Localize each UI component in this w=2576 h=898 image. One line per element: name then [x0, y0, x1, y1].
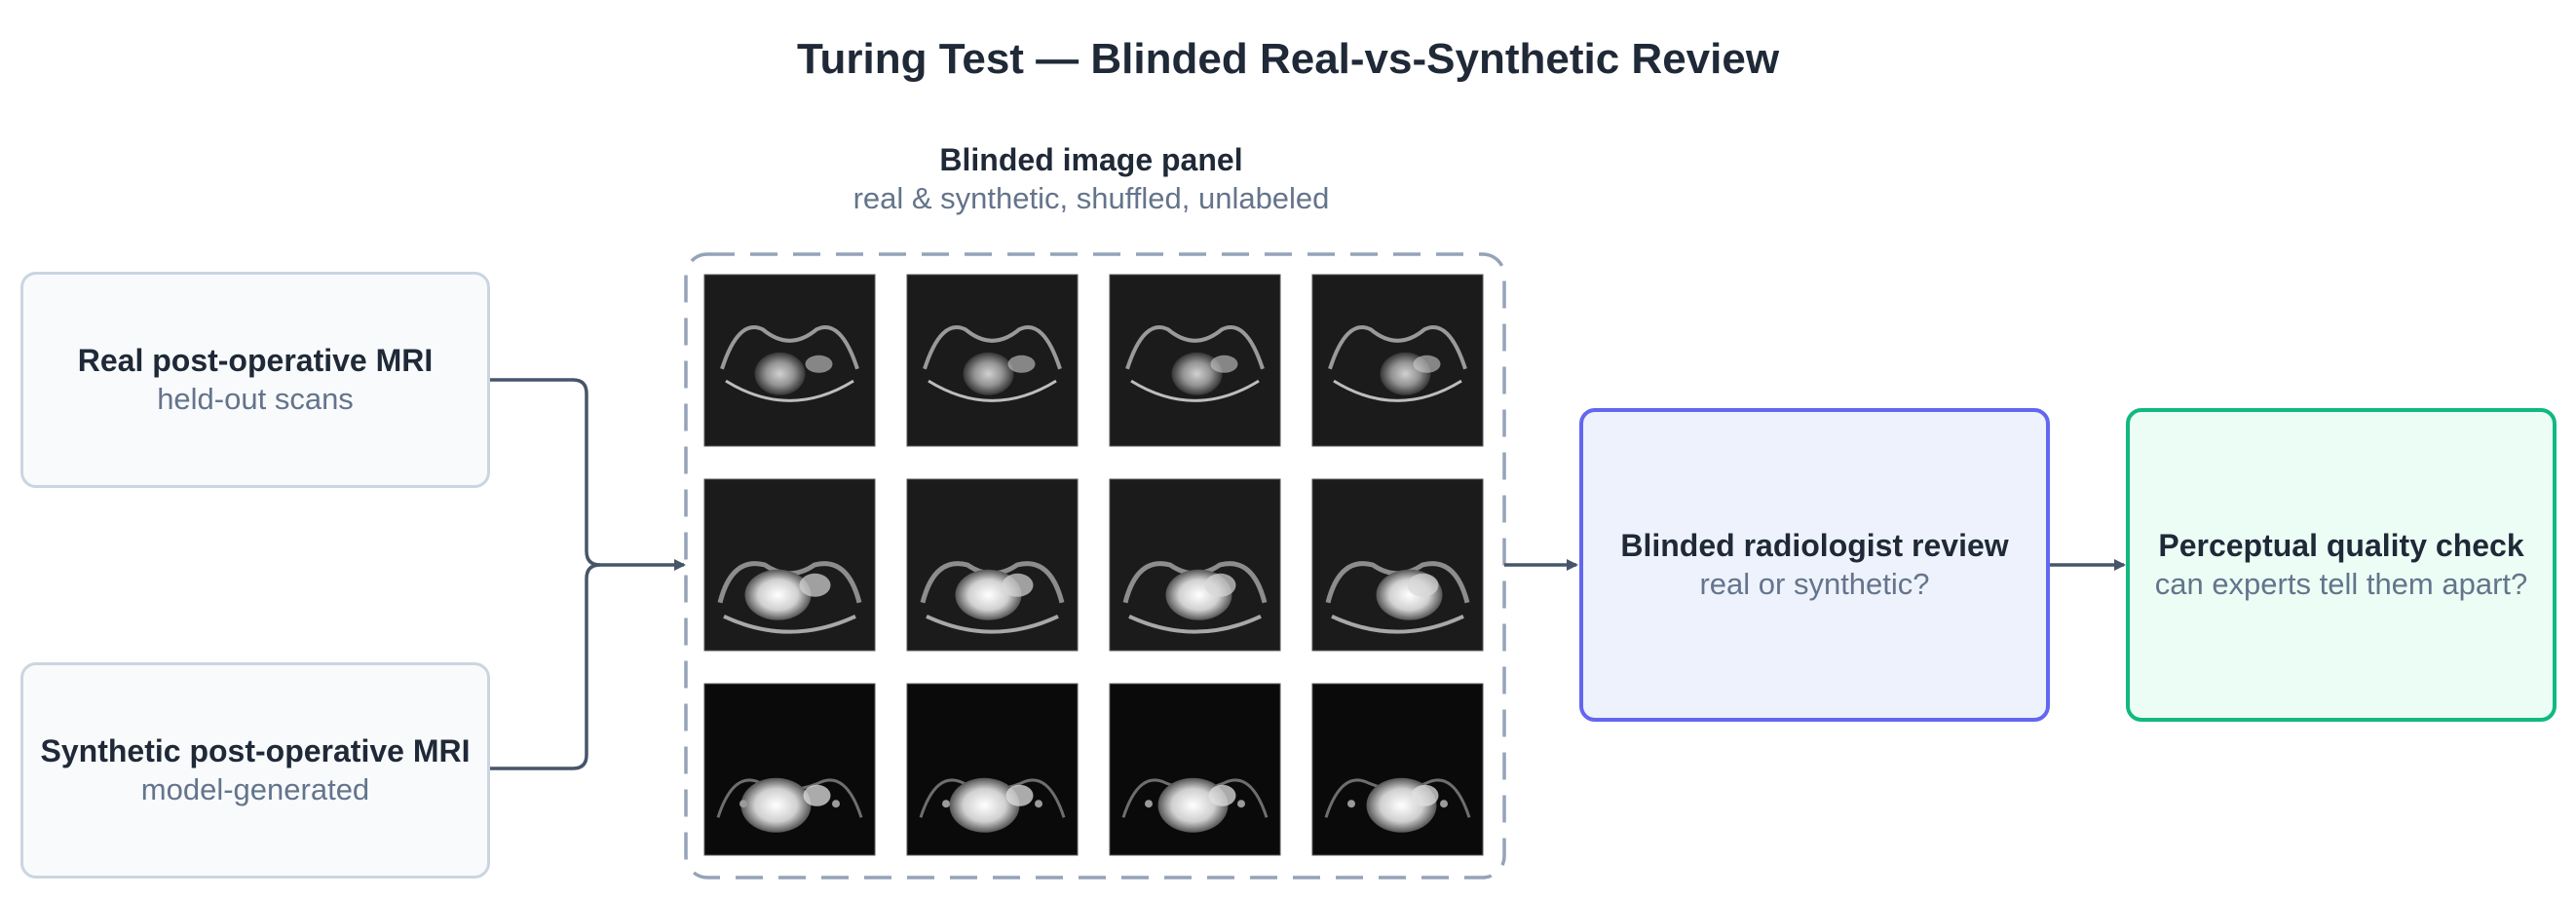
mri-thumbnail [906, 274, 1079, 447]
mri-thumbnail [1109, 478, 1281, 652]
mri-thumbnail [1109, 274, 1281, 447]
synthetic-mri-heading: Synthetic post-operative MRI [40, 733, 471, 768]
blinded-panel-frame [684, 252, 1506, 879]
mri-thumbnail [703, 683, 876, 856]
real-mri-box: Real post-operative MRI held-out scans [20, 272, 490, 488]
panel-subheading: real & synthetic, shuffled, unlabeled [852, 181, 1330, 215]
synthetic-mri-sub: model-generated [140, 772, 370, 806]
mri-thumbnail [906, 478, 1079, 652]
panel-heading: Blinded image panel [939, 142, 1243, 177]
mri-thumbnail [1311, 478, 1484, 652]
real-mri-heading: Real post-operative MRI [77, 343, 434, 378]
review-heading: Blinded radiologist review [1620, 528, 2009, 563]
radiologist-review-box: Blinded radiologist review real or synth… [1579, 408, 2050, 722]
mri-thumbnail [1109, 683, 1281, 856]
quality-sub: can experts tell them apart? [2154, 567, 2528, 601]
real-mri-sub: held-out scans [157, 382, 354, 416]
mri-thumbnail [1311, 683, 1484, 856]
real-connector [490, 378, 601, 567]
diagram-title: Turing Test — Blinded Real-vs-Synthetic … [796, 35, 1780, 83]
synthetic-connector [490, 563, 601, 770]
mri-thumbnail [906, 683, 1079, 856]
mri-thumbnail [703, 274, 876, 447]
quality-check-box: Perceptual quality check can experts tel… [2126, 408, 2557, 722]
thumbnail-grid [703, 274, 1484, 856]
review-sub: real or synthetic? [1699, 567, 1930, 601]
quality-heading: Perceptual quality check [2158, 528, 2524, 563]
synthetic-mri-box: Synthetic post-operative MRI model-gener… [20, 662, 490, 879]
mri-thumbnail [703, 478, 876, 652]
mri-thumbnail [1311, 274, 1484, 447]
